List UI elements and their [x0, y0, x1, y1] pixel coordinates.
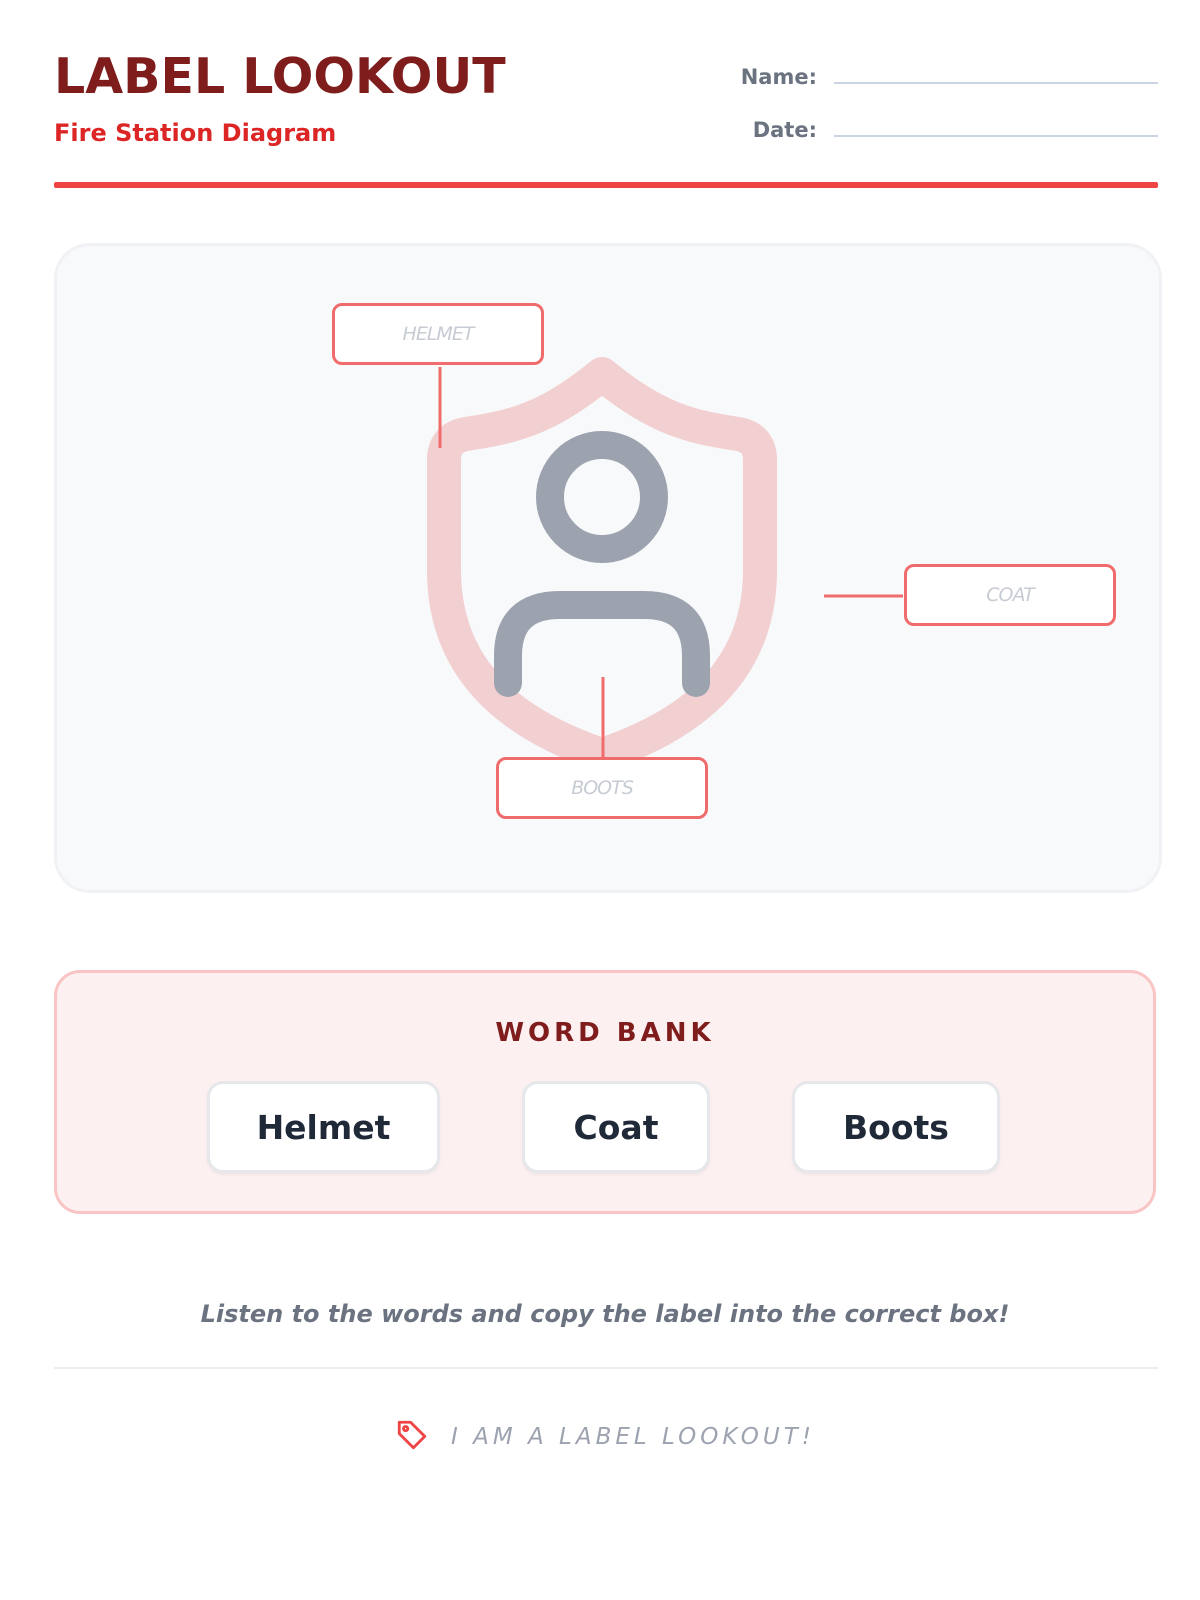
boots-label-hint: BOOTS [571, 777, 634, 799]
coat-label-box[interactable]: COAT [904, 564, 1116, 626]
word-card-helmet[interactable]: Helmet [207, 1081, 440, 1173]
word-bank-title: WORD BANK [495, 1018, 715, 1048]
word-card-boots[interactable]: Boots [792, 1081, 1000, 1173]
helmet-label-box[interactable]: HELMET [332, 303, 544, 365]
worksheet-title: LABEL LOOKOUT [54, 48, 506, 105]
date-field[interactable] [834, 135, 1158, 137]
date-label: Date: [752, 118, 817, 142]
tag-icon [395, 1418, 429, 1456]
name-label: Name: [740, 65, 817, 89]
word-card-coat[interactable]: Coat [522, 1081, 710, 1173]
header-divider [54, 182, 1158, 188]
boots-label-box[interactable]: BOOTS [496, 757, 708, 819]
footer-text: I AM A LABEL LOOKOUT! [451, 1424, 815, 1450]
footer-divider [54, 1367, 1158, 1369]
instruction-text: Listen to the words and copy the label i… [200, 1300, 1010, 1328]
coat-label-hint: COAT [986, 584, 1034, 606]
footer: I AM A LABEL LOOKOUT! [0, 1418, 1200, 1456]
helmet-label-hint: HELMET [402, 323, 475, 345]
firefighter-shield-icon [427, 357, 903, 772]
worksheet-subtitle: Fire Station Diagram [54, 119, 337, 147]
name-field[interactable] [834, 82, 1158, 84]
